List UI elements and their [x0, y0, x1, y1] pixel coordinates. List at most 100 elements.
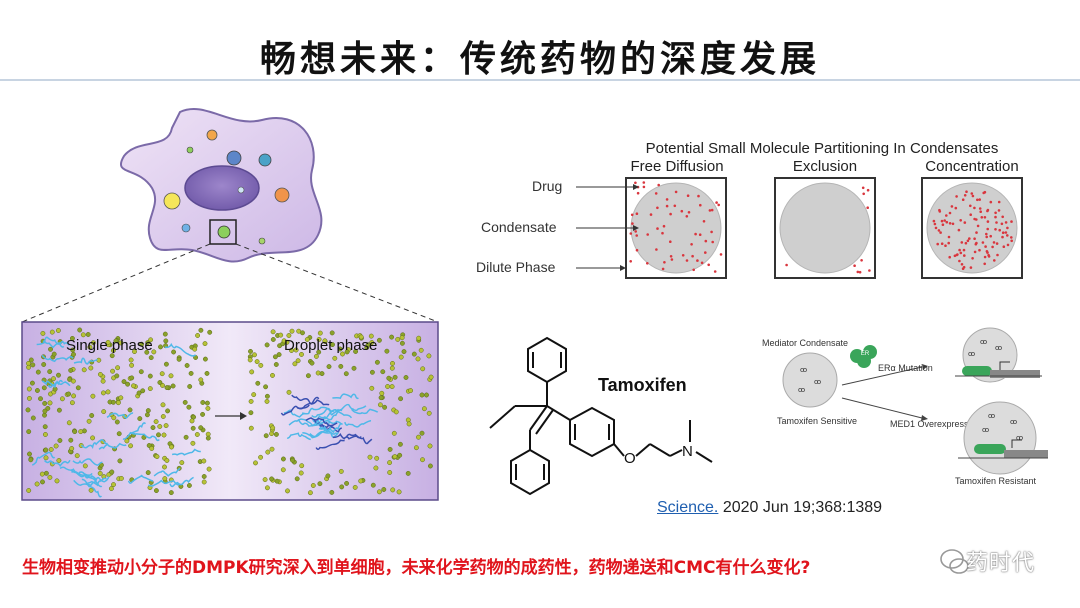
solute-dot: [264, 398, 270, 404]
solute-dot: [270, 372, 275, 378]
solute-dot: [114, 419, 120, 425]
protein-strand: [297, 399, 330, 410]
protein-strand: [318, 423, 344, 434]
protein-strand: [351, 408, 379, 415]
solute-dot: [374, 359, 380, 365]
solute-dot: [26, 429, 32, 435]
solute-dot: [147, 386, 153, 392]
solute-dot: [338, 468, 344, 474]
solute-dot: [183, 434, 189, 440]
solute-dot: [113, 338, 119, 344]
solute-dot: [136, 390, 142, 396]
solute-dot: [42, 408, 48, 414]
solute-dot: [204, 400, 210, 406]
solute-dot: [124, 438, 130, 444]
solute-dot: [270, 425, 276, 431]
solute-dot: [128, 357, 134, 363]
solute-dot: [378, 395, 384, 401]
solute-dot: [420, 457, 425, 463]
solute-dot: [389, 384, 395, 390]
solute-dot: [117, 458, 123, 464]
solute-dot: [144, 349, 150, 355]
solute-dot: [158, 344, 163, 350]
footer-note: 生物相变推动小分子的DMPK研究深入到单细胞，未来化学药物的成药性，药物递送和C…: [22, 558, 811, 578]
solute-dot: [369, 385, 375, 391]
protein-strand: [129, 431, 160, 442]
solute-dot: [186, 483, 192, 488]
solute-dot: [368, 333, 374, 339]
solute-dot: [405, 417, 411, 423]
protein-strand: [73, 479, 102, 498]
solute-dot: [395, 336, 401, 342]
protein-strand: [319, 409, 353, 422]
solute-dot: [25, 407, 31, 413]
protein-strand: [122, 422, 147, 440]
solute-dot: [281, 338, 287, 344]
solute-dot: [247, 357, 253, 363]
solute-dot: [416, 434, 421, 440]
solute-dot: [397, 441, 403, 447]
solute-dot: [419, 430, 425, 436]
citation-detail: 2020 Jun 19;368:1389: [718, 499, 883, 516]
solute-dot: [205, 435, 211, 441]
solute-dot: [34, 388, 40, 393]
solute-dot: [48, 447, 54, 452]
solute-dot: [248, 410, 254, 416]
solute-dot: [398, 354, 404, 360]
solute-dot: [162, 464, 167, 470]
solute-dot: [294, 476, 300, 482]
solute-dot: [109, 353, 115, 359]
solute-dot: [262, 477, 268, 483]
solute-dot: [165, 408, 171, 414]
protein-strand: [164, 342, 197, 357]
solute-dot: [428, 374, 434, 380]
solute-dot: [382, 404, 388, 410]
solute-dot: [160, 402, 166, 408]
solute-dot: [86, 418, 92, 424]
solute-dot: [184, 363, 190, 368]
solute-dot: [108, 486, 114, 492]
solute-dot: [97, 371, 103, 377]
solute-dot: [411, 351, 417, 357]
solute-dot: [373, 465, 379, 471]
solute-dot: [332, 355, 338, 361]
solute-dot: [47, 369, 53, 375]
solute-dot: [35, 369, 41, 375]
solute-dot: [150, 425, 156, 431]
solute-dot: [101, 409, 107, 415]
solute-dot: [258, 362, 264, 368]
solute-dot: [90, 435, 96, 441]
solute-dot: [272, 354, 278, 360]
solute-dot: [344, 349, 350, 355]
solute-dot: [28, 357, 34, 363]
solute-dot: [305, 373, 311, 379]
solute-dot: [145, 408, 151, 414]
solute-dot: [386, 375, 392, 381]
solute-dot: [121, 379, 127, 385]
solute-dot: [299, 463, 305, 469]
solute-dot: [202, 341, 208, 347]
solute-dot: [392, 454, 398, 460]
solute-dot: [248, 398, 254, 404]
solute-dot: [140, 388, 146, 394]
protein-strand: [334, 403, 367, 412]
solute-dot: [190, 440, 196, 446]
protein-strand: [312, 418, 343, 425]
solute-dot: [168, 490, 174, 496]
solute-dot: [396, 489, 402, 495]
solute-dot: [100, 390, 106, 396]
solute-dot: [340, 351, 345, 357]
solute-dot: [254, 359, 260, 365]
solute-dot: [248, 425, 254, 431]
solute-dot: [26, 386, 32, 392]
solute-dot: [47, 474, 53, 480]
solute-dot: [389, 365, 395, 371]
citation-journal-link[interactable]: Science.: [657, 499, 719, 516]
protein-strand: [41, 354, 74, 363]
solute-dot: [26, 488, 32, 493]
solute-dot: [54, 478, 60, 484]
solute-dot: [170, 383, 176, 389]
solute-dot: [153, 419, 159, 425]
single-phase-label: Single phase: [66, 337, 153, 354]
